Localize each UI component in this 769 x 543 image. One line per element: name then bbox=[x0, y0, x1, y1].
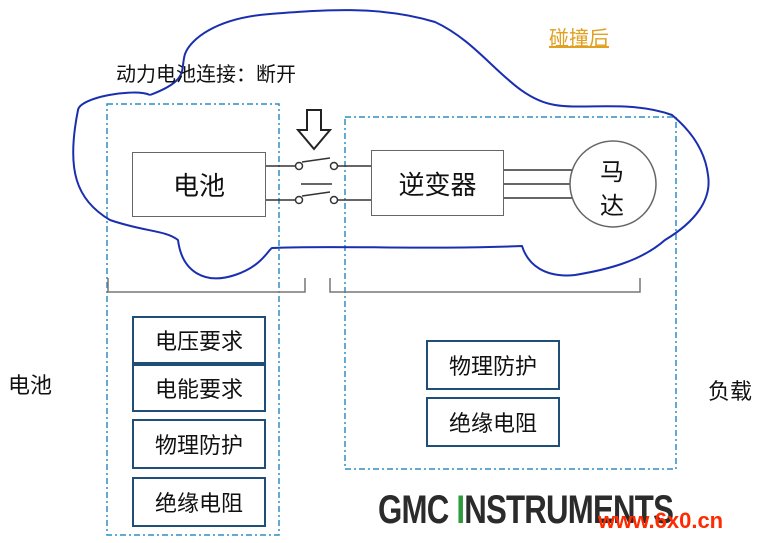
requirement-label: 电压要求 bbox=[154, 330, 243, 355]
watermark: www.6x0.cn bbox=[598, 508, 724, 533]
switch-contact bbox=[294, 195, 304, 205]
load-req-insulation: 绝缘电阻 bbox=[426, 397, 560, 447]
requirement-label: 电能要求 bbox=[154, 378, 243, 403]
requirement-label: 绝缘电阻 bbox=[448, 412, 537, 437]
switch-blade-open bbox=[301, 191, 331, 197]
motor-label-line1: 马 bbox=[600, 158, 624, 186]
car-sketch-outline bbox=[72, 9, 710, 280]
load-req-physical-protection: 物理防护 bbox=[426, 340, 560, 390]
requirement-label: 绝缘电阻 bbox=[154, 492, 243, 517]
battery-block: 电池 bbox=[132, 152, 266, 217]
after-collision-link[interactable]: 碰撞后 bbox=[549, 26, 609, 50]
battery-block-label: 电池 bbox=[172, 172, 225, 202]
requirement-label: 物理防护 bbox=[448, 355, 537, 380]
requirement-label: 物理防护 bbox=[154, 434, 243, 459]
switch-contact bbox=[329, 195, 339, 205]
switch-blade-open bbox=[301, 157, 331, 163]
inverter-block-label: 逆变器 bbox=[398, 170, 477, 201]
side-label-load: 负载 bbox=[708, 380, 753, 405]
load-brace bbox=[329, 278, 641, 293]
inverter-block: 逆变器 bbox=[371, 150, 504, 216]
motor-label-line2: 达 bbox=[600, 192, 624, 220]
battery-req-energy: 电能要求 bbox=[132, 364, 266, 412]
battery-dashed-frame bbox=[106, 103, 280, 536]
connection-status-label: 动力电池连接：断开 bbox=[116, 62, 296, 86]
down-arrow-icon bbox=[295, 109, 333, 151]
motor-circle bbox=[569, 140, 657, 228]
gmc-instruments-logo: GMC INSTRUMENTS bbox=[378, 488, 674, 532]
battery-req-insulation: 绝缘电阻 bbox=[132, 477, 266, 527]
switch-contact bbox=[294, 161, 304, 171]
switch-contact bbox=[329, 161, 339, 171]
battery-req-physical-protection: 物理防护 bbox=[132, 419, 266, 469]
side-label-battery: 电池 bbox=[8, 374, 53, 399]
load-dashed-frame bbox=[344, 116, 677, 470]
battery-req-voltage: 电压要求 bbox=[132, 316, 266, 364]
battery-brace bbox=[107, 278, 306, 293]
